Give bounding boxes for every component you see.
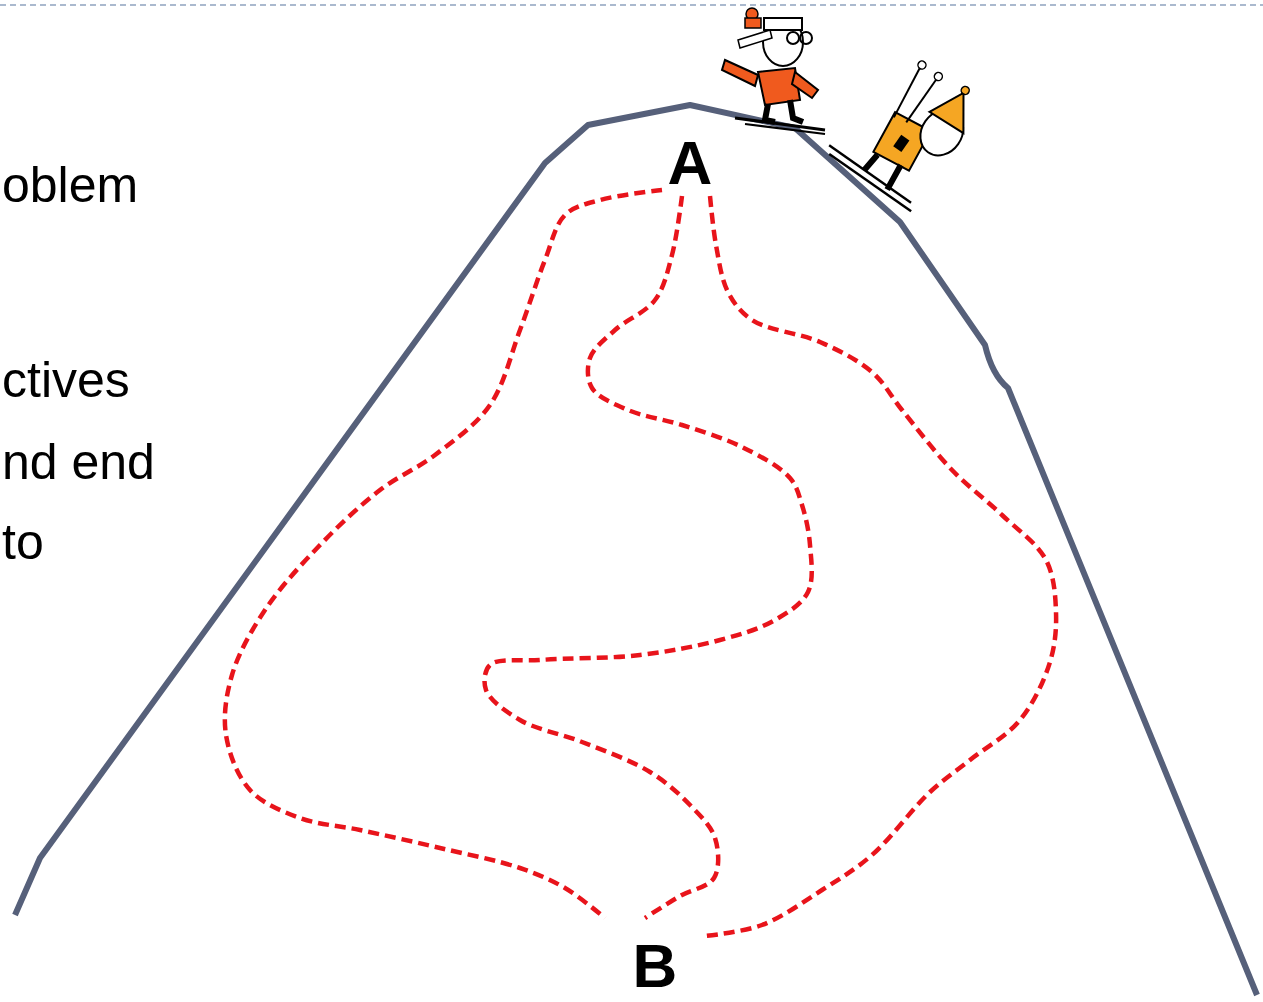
slide-text: nd end	[2, 437, 155, 487]
skier-yellow	[825, 41, 988, 211]
end-point-label: B	[629, 935, 682, 997]
ski-route	[484, 196, 811, 918]
ski-route	[705, 196, 1056, 936]
ski-route	[225, 190, 662, 918]
header-rule	[0, 4, 1263, 6]
skier-orange	[722, 8, 825, 134]
slide-text: oblem	[2, 160, 138, 210]
slide-text: to	[2, 517, 44, 567]
slide-text: ctives	[2, 355, 130, 405]
mountain-outline	[15, 105, 1257, 995]
start-point-label: A	[664, 132, 717, 194]
route-group	[225, 190, 1056, 936]
